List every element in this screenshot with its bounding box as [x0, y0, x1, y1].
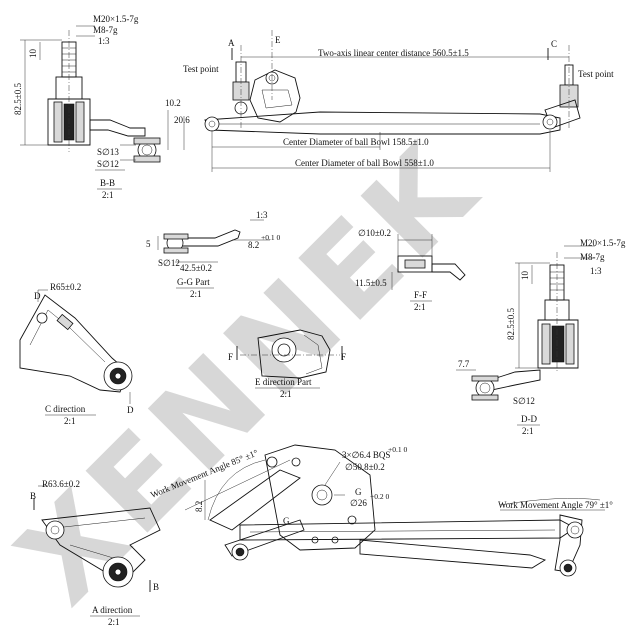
- dd-ratio: 1:3: [590, 266, 602, 276]
- bb-scale: 2:1: [102, 190, 114, 200]
- a-radius-r636: R63.6±0.2: [42, 479, 80, 489]
- view-e-direction: [236, 329, 343, 379]
- two-axis-distance: Two-axis linear center distance 560.5±1.…: [318, 48, 469, 58]
- dia-508: ∅50.8±0.2: [345, 462, 385, 472]
- a-scale: 2:1: [108, 617, 120, 627]
- bb-crank-arm: [89, 119, 146, 137]
- bb-s13: S∅13: [97, 147, 119, 157]
- dd-thread-m8: M8-7g: [580, 252, 605, 262]
- view-a-direction: [33, 485, 161, 592]
- watermark: XENNEK: [0, 118, 505, 631]
- dd-dim-77: 7.7: [458, 359, 470, 369]
- bb-dim-10: 10: [28, 49, 38, 59]
- bb-dim-825: 82.5±0.5: [13, 83, 23, 115]
- gg-ratio: 1:3: [256, 210, 268, 220]
- gg-dim-82: 8.2: [248, 240, 259, 250]
- ff-dim-115: 11.5±0.5: [355, 278, 387, 288]
- bqs-tol: +0.1 0: [388, 445, 407, 454]
- a-marker-b1: B: [30, 491, 36, 501]
- work-angle-79: Work Movement Angle 79° ±1°: [498, 500, 613, 510]
- test-point-right: Test point: [578, 69, 614, 79]
- g-marker-2: G: [283, 516, 290, 526]
- gg-scale: 2:1: [190, 289, 202, 299]
- c-marker-d1: D: [34, 291, 41, 301]
- e-marker-f2: F: [341, 352, 346, 362]
- dd-title: D-D: [521, 414, 537, 424]
- bb-housing: [47, 98, 91, 146]
- gg-title: G-G Part: [177, 277, 210, 287]
- e-title: E direction Part: [255, 377, 312, 387]
- ff-title: F-F: [414, 290, 427, 300]
- a-title: A direction: [92, 605, 133, 615]
- a-marker-b2: B: [153, 582, 159, 592]
- main-link-bar: [204, 111, 561, 135]
- main-crank: [249, 69, 301, 123]
- bb-title: B-B: [100, 178, 115, 188]
- gg-s12: S∅12: [158, 258, 180, 268]
- dia-26: ∅26: [350, 498, 367, 508]
- main-assembly: [204, 30, 581, 172]
- g-marker-1: G: [355, 487, 362, 497]
- bottom-assembly: [184, 444, 605, 577]
- view-dd: [456, 245, 595, 401]
- marker-c: C: [551, 39, 557, 49]
- gg-dim-5: 5: [146, 239, 151, 249]
- bb-dim-102: 10.2: [165, 98, 181, 108]
- marker-a: A: [228, 38, 235, 48]
- e-scale: 2:1: [280, 389, 292, 399]
- c-scale: 2:1: [64, 416, 76, 426]
- view-gg: [157, 219, 270, 263]
- dd-s12: S∅12: [513, 396, 535, 406]
- view-ff: [391, 234, 466, 290]
- test-point-left: Test point: [183, 64, 219, 74]
- bb-s12: S∅12: [97, 159, 119, 169]
- c-marker-d2: D: [127, 405, 134, 415]
- e-marker-f1: F: [228, 352, 233, 362]
- ball-bowl-558: Center Diameter of ball Bowl 558±1.0: [295, 158, 434, 168]
- bb-ratio: 1:3: [98, 36, 110, 46]
- bqs-holes: 3×∅6.4 BQS: [342, 450, 390, 460]
- dd-dim-10: 10: [520, 271, 530, 281]
- bb-thread-m20: M20×1.5-7g: [93, 14, 139, 24]
- ball-bowl-1585: Center Diameter of ball Bowl 158.5±1.0: [283, 137, 429, 147]
- dd-scale: 2:1: [522, 426, 534, 436]
- dd-thread-m20: M20×1.5-7g: [580, 238, 626, 248]
- gg-dim-82-tol: +0.1 0: [261, 233, 280, 242]
- view-c-direction: [19, 289, 133, 404]
- dia-26-tol: +0.2 0: [370, 492, 389, 501]
- marker-e: E: [275, 35, 281, 45]
- view-bb: [20, 25, 185, 163]
- gg-dim-425: 42.5±0.2: [180, 263, 212, 273]
- c-radius-r65: R65±0.2: [50, 282, 81, 292]
- ff-dia-10: ∅10±0.2: [358, 228, 391, 238]
- bb-dim-206: 20.6: [174, 115, 190, 125]
- bottom-dim-82: 8.2: [194, 501, 204, 512]
- c-title: C direction: [45, 404, 86, 414]
- dd-dim-825: 82.5±0.5: [506, 308, 516, 340]
- bb-thread-m8: M8-7g: [93, 25, 118, 35]
- ff-scale: 2:1: [414, 302, 426, 312]
